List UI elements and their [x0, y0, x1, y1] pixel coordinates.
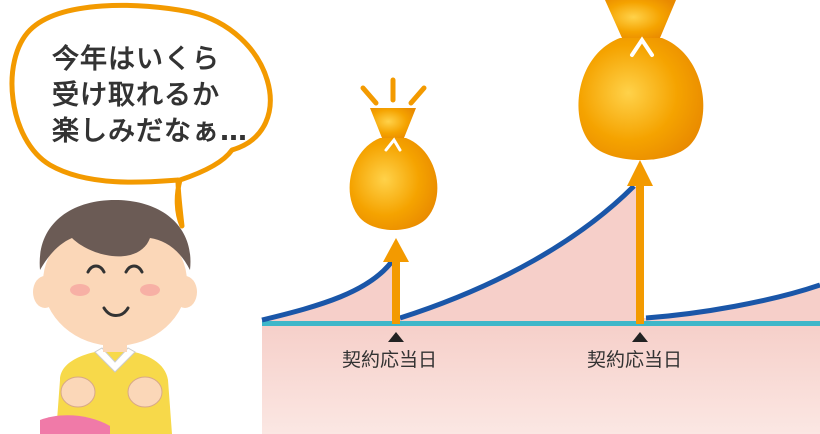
sparkle-icon	[360, 85, 379, 106]
boy-character	[33, 200, 197, 434]
lower-area	[262, 324, 820, 434]
growth-area-1	[262, 255, 395, 324]
money-bag-icon	[578, 0, 704, 160]
growth-curve-3	[645, 282, 820, 321]
triangle-marker-icon	[632, 332, 648, 342]
sparkle-icon	[408, 85, 427, 106]
triangle-marker-icon	[388, 332, 404, 342]
growth-curve-1	[261, 258, 396, 323]
up-arrow-icon	[627, 160, 653, 324]
up-arrow-icon	[383, 238, 409, 324]
growth-area-2	[398, 182, 640, 324]
growth-curve-2	[399, 184, 636, 321]
money-bag-icon	[349, 77, 438, 230]
speech-line-2: 受け取れるか	[52, 80, 220, 111]
anniversary-label-2: 契約応当日	[587, 349, 683, 371]
anniversary-label-1: 契約応当日	[342, 349, 438, 371]
speech-line-3: 楽しみだなぁ…	[52, 116, 248, 147]
speech-bubble	[9, 2, 273, 229]
speech-bubble-text: 今年はいくら 受け取れるか 楽しみだなぁ…	[52, 42, 248, 150]
baseline	[262, 321, 820, 326]
speech-line-1: 今年はいくら	[52, 44, 220, 75]
